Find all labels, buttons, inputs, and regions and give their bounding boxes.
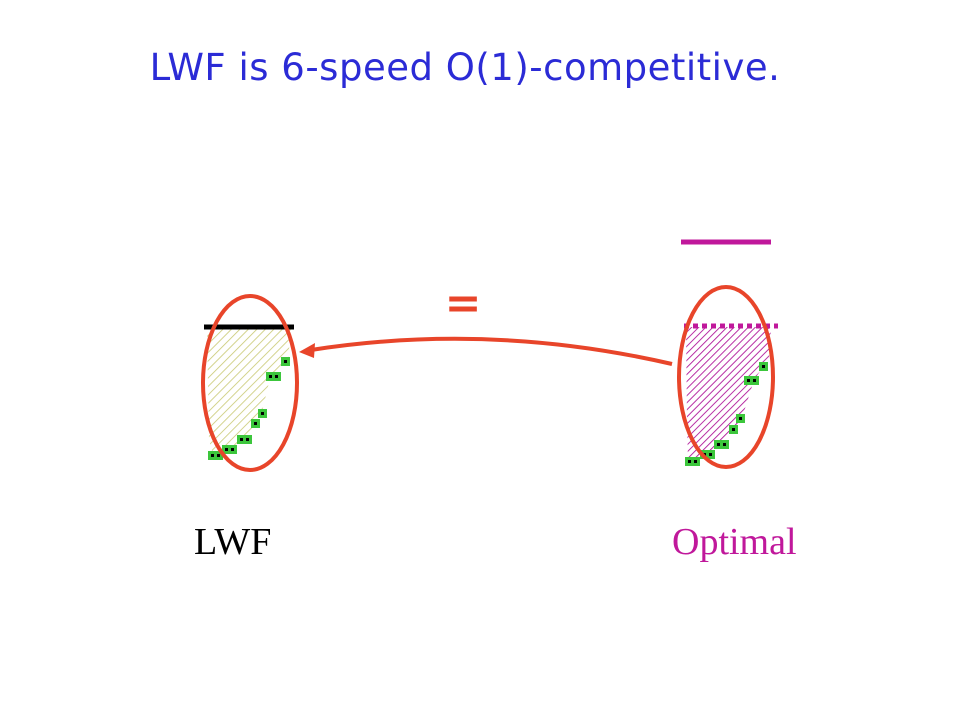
lwf-label: LWF xyxy=(194,521,272,563)
job-square xyxy=(700,450,715,459)
job-square xyxy=(237,435,252,444)
job-square xyxy=(744,376,759,385)
job-square xyxy=(208,451,223,460)
slide-title: LWF is 6-speed O(1)-competitive. xyxy=(149,46,781,89)
lwf-area-group xyxy=(201,294,299,472)
job-square xyxy=(222,445,237,454)
lwf-job-squares xyxy=(208,357,290,460)
optimal-area-group xyxy=(677,239,778,469)
job-square xyxy=(266,372,281,381)
job-square xyxy=(714,440,729,449)
arrow-optimal-to-lwf xyxy=(299,336,673,366)
arrow-curve xyxy=(310,336,673,366)
equals-sign: = xyxy=(445,278,482,329)
job-square xyxy=(685,457,700,466)
optimal-label: Optimal xyxy=(672,521,797,563)
optimal-hatched-area xyxy=(686,327,771,462)
lwf-ellipse xyxy=(201,294,299,472)
lwf-hatched-area xyxy=(207,328,291,458)
arrow-head-icon xyxy=(299,343,315,358)
optimal-ellipse xyxy=(677,285,775,469)
